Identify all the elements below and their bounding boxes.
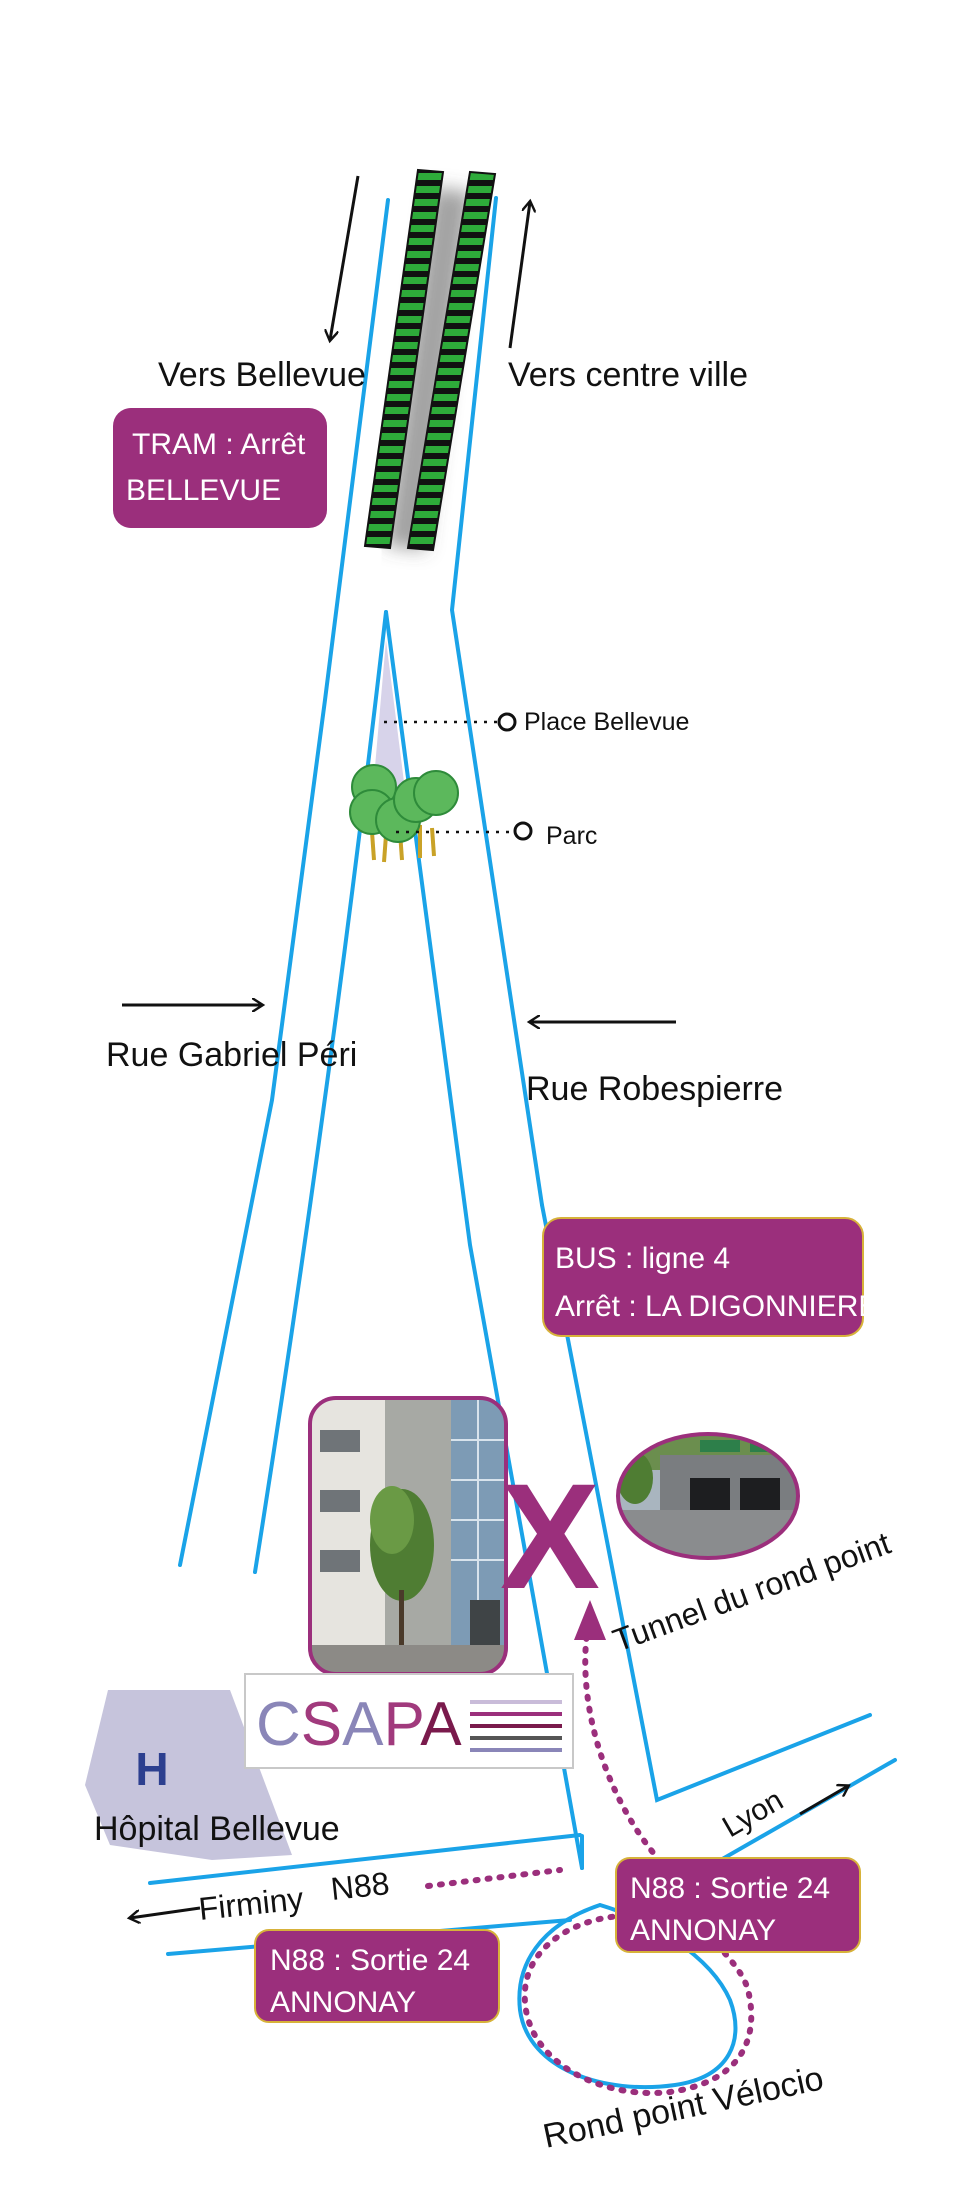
road-right-upper: [449, 196, 544, 1207]
road-n88-upper: [148, 1833, 582, 1885]
arrow-down-icon: [330, 175, 360, 340]
label-lyon: Lyon: [717, 1784, 789, 1845]
direction-arrows: [122, 175, 848, 1918]
label-rue-gabriel-peri: Rue Gabriel Péri: [106, 1036, 357, 1074]
route-arrow-up-icon: [574, 1600, 606, 1640]
arrow-left-icon: [130, 1906, 201, 1918]
bus-stop-badge: BUS : ligne 4 Arrêt : LA DIGONNIERE: [542, 1217, 878, 1337]
n88-left-line2: ANNONAY: [270, 1986, 416, 2019]
location-marker-icon: [513, 821, 533, 841]
csapa-stripes: [470, 1700, 562, 1752]
road-left-inner: [253, 610, 388, 1574]
n88-right-line2: ANNONAY: [630, 1914, 776, 1947]
svg-text:CSAPA: CSAPA: [256, 1690, 462, 1759]
hospital-icon: H: [85, 1690, 292, 1860]
label-rond-point: Rond point Vélocio: [540, 2059, 827, 2156]
route-dotted: [425, 1622, 755, 2096]
csapa-letter-a2: A: [420, 1690, 462, 1759]
label-hopital: Hôpital Bellevue: [94, 1810, 340, 1848]
label-place-bellevue: Place Bellevue: [524, 708, 689, 736]
csapa-letter-c: C: [256, 1690, 301, 1759]
road-csapa-right: [538, 1802, 590, 1830]
csapa-letter-a: A: [342, 1690, 384, 1759]
building-photo: [308, 1396, 508, 1676]
csapa-logo: CSAPA: [244, 1673, 574, 1769]
tunnel-marker: X: [500, 1452, 600, 1620]
bus-badge-line2: Arrêt : LA DIGONNIERE: [555, 1290, 878, 1323]
arrow-up-icon: [508, 202, 530, 349]
label-rue-robespierre: Rue Robespierre: [526, 1070, 783, 1108]
tram-track-right: [406, 170, 497, 552]
tram-badge-line2: BELLEVUE: [126, 474, 281, 507]
place-bellevue-pointer: [384, 712, 517, 732]
label-firminy: Firminy: [197, 1880, 305, 1927]
n88-exit-badge-left: N88 : Sortie 24 ANNONAY: [254, 1929, 500, 2023]
parc-pointer: [396, 821, 533, 841]
arrow-right-icon: [799, 1786, 848, 1816]
tunnel-photo: [616, 1432, 800, 1560]
roundabout: [517, 1903, 738, 2090]
road-left-outer: [178, 198, 390, 1567]
label-vers-centre-ville: Vers centre ville: [508, 356, 748, 394]
place-bellevue-area: [373, 640, 405, 790]
hospital-symbol: H: [135, 1743, 168, 1795]
tram-badge-line1: TRAM : Arrêt: [132, 428, 306, 461]
tram-tracks: [363, 168, 497, 552]
bus-badge-line1: BUS : ligne 4: [555, 1242, 730, 1275]
road-right-lower: [540, 1203, 872, 1803]
tram-track-left: [363, 168, 445, 550]
tram-stop-badge: TRAM : Arrêt BELLEVUE: [113, 408, 327, 528]
n88-right-line1: N88 : Sortie 24: [630, 1872, 830, 1905]
csapa-letter-p: P: [384, 1690, 423, 1759]
n88-left-line1: N88 : Sortie 24: [270, 1944, 470, 1977]
label-vers-bellevue: Vers Bellevue: [158, 356, 366, 394]
label-parc: Parc: [546, 822, 597, 850]
csapa-letter-s: S: [301, 1690, 342, 1759]
label-n88: N88: [329, 1865, 391, 1907]
tree-icon: [349, 764, 459, 863]
location-marker-icon: [497, 712, 517, 732]
n88-exit-badge-right: N88 : Sortie 24 ANNONAY: [615, 1857, 861, 1953]
